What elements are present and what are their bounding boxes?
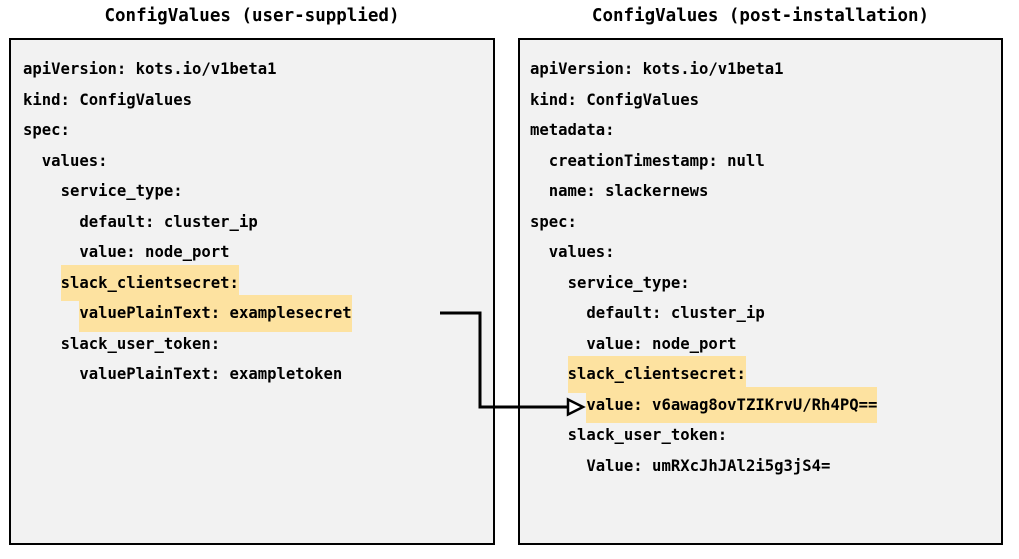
indent-spacer	[530, 268, 568, 299]
code-text: metadata:	[530, 121, 615, 139]
code-block-user-supplied: apiVersion: kots.io/v1beta1 kind: ConfigV…	[11, 40, 493, 390]
code-line: name: slackernews	[520, 176, 1001, 207]
code-line: valuePlainText: examplesecret	[11, 295, 493, 332]
indent-spacer	[530, 146, 549, 177]
code-text: apiVersion: kots.io/v1beta1	[23, 60, 277, 78]
code-line: value: v6awag8ovTZIKrvU/Rh4PQ==	[520, 386, 1001, 423]
indent-spacer	[530, 329, 586, 360]
indent-spacer	[23, 176, 61, 207]
indent-spacer	[23, 298, 79, 329]
code-text: apiVersion: kots.io/v1beta1	[530, 60, 784, 78]
code-text: valuePlainText: exampletoken	[79, 365, 343, 383]
code-line: slack_clientsecret:	[520, 356, 1001, 393]
code-text: service_type:	[60, 182, 183, 200]
indent-spacer	[23, 268, 61, 299]
code-line: slack_user_token:	[520, 420, 1001, 451]
code-line: kind: ConfigValues	[520, 85, 1001, 116]
code-line: values:	[520, 237, 1001, 268]
code-line: apiVersion: kots.io/v1beta1	[520, 54, 1001, 85]
code-line: service_type:	[11, 176, 493, 207]
code-text: kind: ConfigValues	[530, 90, 699, 109]
panel-title-user-supplied: ConfigValues (user-supplied)	[104, 6, 400, 26]
code-text-highlighted: slack_clientsecret:	[60, 264, 239, 301]
code-text-highlighted: value: v6awag8ovTZIKrvU/Rh4PQ==	[586, 386, 878, 423]
code-line: value: node_port	[520, 329, 1001, 360]
code-text: slack_user_token:	[567, 426, 728, 444]
indent-spacer	[530, 298, 586, 329]
code-line: value: node_port	[11, 237, 493, 268]
code-text: value: node_port	[79, 243, 230, 261]
code-line: kind: ConfigValues	[11, 85, 493, 116]
code-text: Value: umRXcJhJAl2i5g3jS4=	[586, 456, 831, 475]
code-text: values:	[41, 151, 108, 170]
indent-spacer	[530, 390, 586, 421]
code-text: default: cluster_ip	[79, 212, 258, 231]
code-text: service_type:	[567, 273, 690, 292]
code-line: creationTimestamp: null	[520, 146, 1001, 177]
code-text-highlighted: valuePlainText: examplesecret	[79, 295, 352, 332]
code-line: metadata:	[520, 115, 1001, 146]
code-line: default: cluster_ip	[11, 207, 493, 238]
code-line: apiVersion: kots.io/v1beta1	[11, 54, 493, 85]
code-text: value: node_port	[586, 334, 737, 353]
indent-spacer	[530, 176, 549, 207]
code-text: values:	[548, 243, 615, 261]
panel-title-post-installation: ConfigValues (post-installation)	[591, 6, 930, 26]
code-block-post-installation: apiVersion: kots.io/v1beta1 kind: ConfigV…	[520, 40, 1001, 481]
code-text: spec:	[23, 121, 70, 139]
code-text: default: cluster_ip	[586, 304, 765, 322]
indent-spacer	[530, 451, 586, 482]
code-text: spec:	[530, 212, 577, 231]
code-line: slack_clientsecret:	[11, 264, 493, 301]
indent-spacer	[530, 359, 568, 390]
code-line: slack_user_token:	[11, 329, 493, 360]
code-line: default: cluster_ip	[520, 298, 1001, 329]
code-line: service_type:	[520, 268, 1001, 299]
indent-spacer	[530, 237, 549, 268]
config-values-post-installation-box: apiVersion: kots.io/v1beta1 kind: ConfigV…	[518, 38, 1003, 545]
code-text: kind: ConfigValues	[23, 90, 192, 109]
code-line: spec:	[520, 207, 1001, 238]
indent-spacer	[23, 359, 79, 390]
indent-spacer	[23, 329, 61, 360]
indent-spacer	[530, 420, 568, 451]
code-line: values:	[11, 146, 493, 177]
code-text: slack_user_token:	[60, 334, 221, 353]
indent-spacer	[23, 207, 79, 238]
code-line: valuePlainText: exampletoken	[11, 359, 493, 390]
indent-spacer	[23, 146, 42, 177]
code-line: spec:	[11, 115, 493, 146]
code-text-highlighted: slack_clientsecret:	[567, 356, 746, 393]
config-values-user-supplied-box: apiVersion: kots.io/v1beta1 kind: ConfigV…	[9, 38, 495, 545]
code-text: creationTimestamp: null	[548, 151, 765, 170]
code-text: name: slackernews	[548, 182, 709, 200]
code-line: Value: umRXcJhJAl2i5g3jS4=	[520, 451, 1001, 482]
indent-spacer	[23, 237, 79, 268]
